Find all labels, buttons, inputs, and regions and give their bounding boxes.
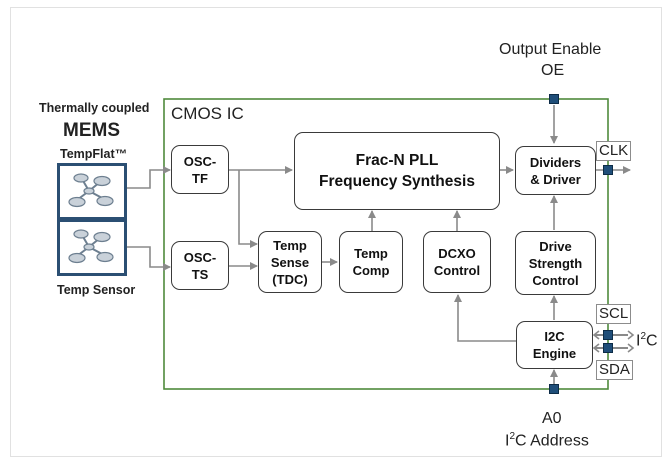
temp-sense-label: Temp Sense (TDC) xyxy=(270,237,310,287)
dcxo-control-block: DCXO Control xyxy=(423,231,491,293)
osc-tf-label: OSC- TF xyxy=(183,153,217,186)
line-i2c-dcxo xyxy=(454,294,516,342)
drive-strength-block: Drive Strength Control xyxy=(515,231,596,295)
tempflat-label: TempFlat™ xyxy=(60,147,128,161)
sda-pin xyxy=(603,343,613,353)
i2c-engine-label: I2C Engine xyxy=(532,329,577,361)
mems-resonator-tf xyxy=(57,163,127,220)
dividers-driver-label: Dividers & Driver xyxy=(529,154,582,187)
frac-n-pll-label: Frac-N PLL Frequency Synthesis xyxy=(319,152,475,190)
temp-sensor-label: Temp Sensor xyxy=(57,283,136,297)
dividers-driver-block: Dividers & Driver xyxy=(515,146,596,195)
dcxo-control-label: DCXO Control xyxy=(433,246,481,278)
temp-sense-block: Temp Sense (TDC) xyxy=(258,231,322,293)
osc-tf-block: OSC- TF xyxy=(171,145,229,194)
cmos-ic-label: CMOS IC xyxy=(171,104,244,123)
a0-pin xyxy=(549,384,559,394)
osc-ts-block: OSC- TS xyxy=(171,241,229,290)
temp-comp-block: Temp Comp xyxy=(339,231,403,293)
clk-pin xyxy=(603,165,613,175)
cmos-ic-border xyxy=(163,98,609,390)
diagram-frame xyxy=(10,7,662,457)
output-enable-label: Output Enable xyxy=(499,41,602,58)
oe-pin xyxy=(549,94,559,104)
i2c-address-label: I2C Address xyxy=(505,431,589,450)
frac-n-pll-block: Frac-N PLL Frequency Synthesis xyxy=(294,132,500,210)
i2c-engine-block: I2C Engine xyxy=(516,321,593,369)
line-mems-osc-tf xyxy=(127,166,171,189)
scl-pin xyxy=(603,330,613,340)
mems-label: MEMS xyxy=(63,120,120,141)
sda-label: SDA xyxy=(596,360,633,380)
line-osctf-tempsense xyxy=(238,170,258,248)
i2c-bus-label: I2C xyxy=(636,331,658,350)
oe-label: OE xyxy=(541,62,565,79)
mems-resonator-icon xyxy=(68,229,114,264)
mems-resonator-icon xyxy=(68,173,114,208)
temp-comp-label: Temp Comp xyxy=(352,246,390,278)
drive-strength-label: Drive Strength Control xyxy=(528,238,583,288)
scl-label: SCL xyxy=(596,304,632,324)
clk-label: CLK xyxy=(596,141,632,161)
line-mems-osc-ts xyxy=(127,246,171,271)
mems-resonator-ts xyxy=(57,219,127,276)
osc-ts-label: OSC- TS xyxy=(183,249,217,282)
thermally-coupled-label: Thermally coupled xyxy=(39,101,150,115)
a0-label: A0 xyxy=(542,410,562,427)
